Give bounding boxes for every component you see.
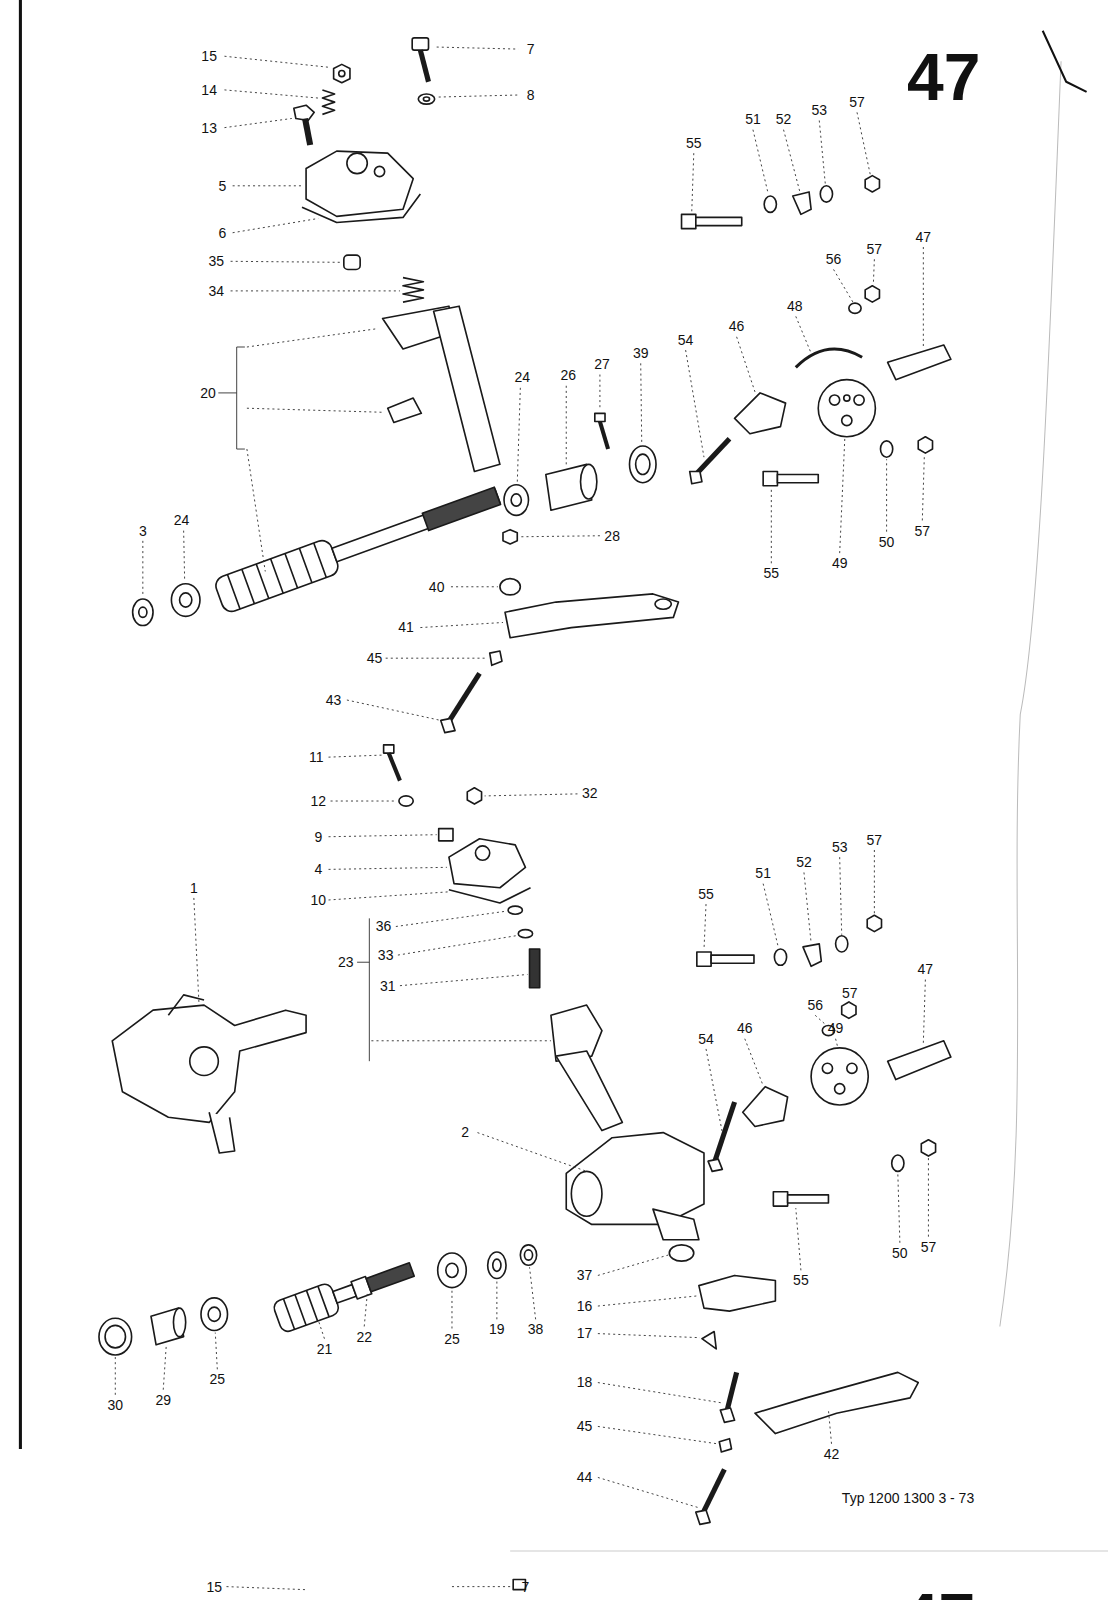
callout-number: 55 [764,566,780,580]
callout-number: 28 [604,529,620,543]
callout-number: 3 [139,524,147,538]
page-number: 47 [902,1584,975,1600]
page-number: 47 [907,44,980,110]
callout-number: 8 [527,88,535,102]
callout-number: 15 [201,49,217,63]
callout-number: 47 [916,230,932,244]
callout-number: 9 [314,830,322,844]
callout-number: 35 [208,254,224,268]
callout-number: 49 [832,556,848,570]
callout-number: 57 [849,95,865,109]
callout-number: 2 [461,1125,469,1139]
callout-number: 34 [208,284,224,298]
callout-number: 33 [378,948,394,962]
callout-number: 52 [796,855,812,869]
callout-number: 56 [826,252,842,266]
callout-number: 21 [317,1342,333,1356]
callout-number: 55 [793,1273,809,1287]
callout-number: 48 [787,299,803,313]
callout-number: 37 [577,1268,593,1282]
callout-number: 55 [698,887,714,901]
callout-number: 39 [633,346,649,360]
callout-number: 25 [210,1372,226,1386]
callout-number: 7 [527,42,535,56]
callout-number: 27 [594,357,610,371]
callout-number: 7 [522,1580,530,1594]
callout-number: 29 [155,1393,171,1407]
callout-number: 44 [577,1470,593,1484]
callout-number: 24 [174,513,190,527]
callout-number: 22 [356,1330,372,1344]
callout-number: 31 [380,979,396,993]
callout-number: 41 [398,620,414,634]
callout-number: 54 [678,333,694,347]
callout-number: 6 [219,226,227,240]
callout-number: 36 [376,919,392,933]
callout-number: 23 [338,955,354,969]
callout-number: 54 [698,1032,714,1046]
callout-number: 16 [577,1299,593,1313]
callout-number: 42 [824,1447,840,1461]
callout-number: 51 [755,866,771,880]
callout-number: 5 [219,179,227,193]
callout-number: 12 [311,794,327,808]
callout-number: 57 [915,524,931,538]
callout-number: 25 [444,1332,460,1346]
callout-number: 13 [201,121,217,135]
callout-number: 53 [832,840,848,854]
callout-number: 57 [867,833,883,847]
callout-number: 57 [921,1240,937,1254]
callout-number: 18 [577,1375,593,1389]
callout-number: 32 [582,786,598,800]
callout-number: 57 [867,242,883,256]
callout-number: 47 [918,962,934,976]
callout-number: 45 [577,1419,593,1433]
callout-number: 51 [745,112,761,126]
callout-number: 15 [206,1580,222,1594]
callout-number: 50 [892,1246,908,1260]
callout-number: 10 [311,893,327,907]
callout-number: 11 [309,750,324,764]
callout-number: 38 [528,1322,544,1336]
callout-number: 40 [429,580,445,594]
callout-number: 46 [729,319,745,333]
callout-number: 49 [828,1021,844,1035]
callout-number: 20 [200,386,216,400]
model-note: Typ 1200 1300 3 - 73 [842,1491,974,1505]
callout-number: 26 [560,368,576,382]
callout-number: 17 [577,1326,593,1340]
callout-number: 24 [515,370,531,384]
callout-number: 55 [686,136,702,150]
callout-number: 43 [326,693,342,707]
callout-number: 45 [367,651,383,665]
callout-number: 53 [811,103,827,117]
callout-number: 1 [190,881,198,895]
callout-number: 50 [879,535,895,549]
callout-number: 52 [776,112,792,126]
callout-number: 14 [201,83,217,97]
callout-number: 19 [489,1322,505,1336]
callout-number: 4 [314,862,322,876]
callout-number: 57 [842,986,858,1000]
callout-number: 30 [107,1398,123,1412]
callout-number: 46 [737,1021,753,1035]
callout-number: 56 [807,998,823,1012]
